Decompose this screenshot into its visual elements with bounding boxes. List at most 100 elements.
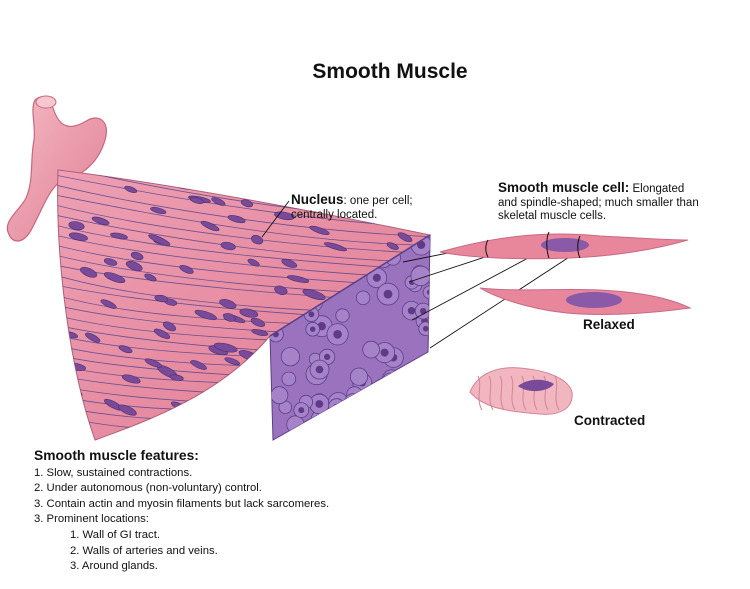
page-title: Smooth Muscle — [312, 60, 468, 83]
contracted-fold-line — [521, 375, 527, 411]
feature-item: 1. Slow, sustained contractions. — [34, 466, 193, 479]
cell-cross-section — [355, 290, 371, 306]
nucleus-shape — [68, 232, 88, 241]
nucleus-desc-2: centrally located. — [291, 208, 378, 221]
nucleus-shape — [154, 294, 169, 303]
relaxed-cell-top — [439, 231, 689, 260]
nucleus-shape — [118, 345, 133, 354]
nucleus-shape — [153, 328, 171, 339]
cell-nucleus-dot — [310, 326, 316, 332]
contracted-fold-line — [499, 375, 505, 411]
cell-nucleus-dot — [420, 307, 427, 315]
cell-nucleus-dot — [422, 325, 429, 332]
nucleus-shape — [274, 285, 288, 295]
cell-nucleus-dot — [315, 400, 324, 408]
nucleus-shape — [213, 342, 238, 353]
cell-nucleus-dot — [387, 377, 393, 383]
cell-nucleus-dot — [383, 289, 393, 299]
nucleus-shape — [181, 407, 202, 418]
nucleus-desc-1: : one per cell; — [343, 195, 413, 207]
nucleus-shape — [121, 374, 141, 384]
cell-nucleus-dot — [407, 307, 416, 315]
contracted-fold-line — [554, 375, 560, 411]
nucleus-shape — [209, 176, 230, 188]
nucleus-shape — [386, 242, 399, 250]
nucleus-shape — [223, 313, 236, 322]
cell-cross-section — [410, 265, 430, 287]
cell-nucleus-dot — [316, 415, 325, 423]
cell-nucleus-dot — [403, 399, 412, 408]
cell-nucleus-dot — [333, 403, 340, 410]
contracted-label: Contracted — [574, 413, 646, 428]
cell-cross-section — [382, 372, 397, 387]
gi-tract-organ — [6, 95, 107, 242]
nucleus-shape — [118, 404, 137, 416]
contracted-fold-line — [477, 375, 483, 411]
nucleus-shape — [144, 358, 163, 368]
location-item: 2. Walls of arteries and veins. — [70, 544, 218, 557]
nucleus-shape — [125, 260, 143, 272]
cell-cross-section — [396, 393, 418, 415]
cell-cross-section — [362, 340, 380, 359]
location-item: 3. Around glands. — [70, 560, 158, 573]
nucleus-shape — [144, 273, 157, 282]
nucleus-shape — [219, 299, 237, 309]
cell-nucleus-dot — [349, 398, 356, 405]
cell-cross-section — [382, 413, 403, 434]
nucleus-shape — [287, 275, 310, 283]
cell-cross-section — [382, 369, 401, 389]
nucleus-shape — [412, 379, 430, 388]
cell-nucleus-dot — [298, 407, 305, 414]
cell-nucleus-dot — [416, 364, 426, 373]
cell-cross-section — [349, 367, 369, 386]
cell-desc-2: and spindle-shaped; much smaller than — [498, 196, 699, 209]
nucleus-shape — [169, 374, 184, 381]
nucleus-shape — [200, 220, 220, 232]
cell-term: Smooth muscle cell: — [498, 180, 630, 195]
cell-cross-section — [401, 376, 422, 397]
cell-nucleus-dot — [408, 382, 416, 391]
nucleus-shape — [103, 272, 126, 284]
nucleus-shape — [239, 308, 259, 318]
nucleus-shape — [251, 235, 264, 245]
nucleus-shape — [240, 199, 253, 208]
cell-cross-section — [280, 347, 300, 367]
nucleus-shape — [323, 242, 347, 252]
smooth-muscle-cell-label: Smooth muscle cell: Elongated and spindl… — [498, 180, 726, 224]
cell-nucleus-dot — [315, 365, 324, 374]
nucleus-shape — [189, 196, 204, 204]
nucleus-shape — [251, 329, 269, 336]
cell-nucleus-dot — [395, 438, 401, 440]
nucleus-shape — [224, 357, 240, 366]
nucleus-shape — [150, 206, 167, 215]
nucleus-shape — [309, 225, 330, 235]
nucleus-shape — [281, 258, 298, 268]
nucleus-shape — [227, 215, 246, 224]
nucleus-shape — [80, 266, 98, 278]
nucleus-shape — [179, 265, 194, 274]
nucleus-shape — [100, 299, 117, 309]
nucleus-shape — [381, 411, 398, 423]
cell-cross-section — [286, 415, 305, 434]
location-item: 1. Wall of GI tract. — [70, 528, 160, 541]
nucleus-shape — [302, 289, 326, 301]
contracted-fold-line — [488, 375, 494, 411]
nucleus-shape — [220, 241, 236, 251]
feature-item: 3. Prominent locations: — [34, 513, 149, 526]
nucleus-shape — [163, 321, 176, 332]
muscle-fiber-line — [57, 194, 430, 246]
relaxed-cell-bottom — [479, 287, 692, 316]
nucleus-label: Nucleus: one per cell; centrally located… — [291, 192, 441, 222]
cell-cross-section — [281, 371, 297, 387]
cell-nucleus-dot — [426, 423, 430, 429]
cell-cross-section — [270, 386, 289, 405]
contracted-fold-line — [532, 375, 538, 411]
cell-nucleus-dot — [372, 273, 381, 282]
relaxed-label: Relaxed — [583, 317, 635, 332]
muscle-fiber-line — [57, 204, 430, 255]
features-heading: Smooth muscle features: — [34, 448, 199, 463]
nucleus-shape — [190, 360, 207, 370]
nucleus-shape — [211, 197, 226, 206]
nucleus-term: Nucleus — [291, 192, 344, 207]
